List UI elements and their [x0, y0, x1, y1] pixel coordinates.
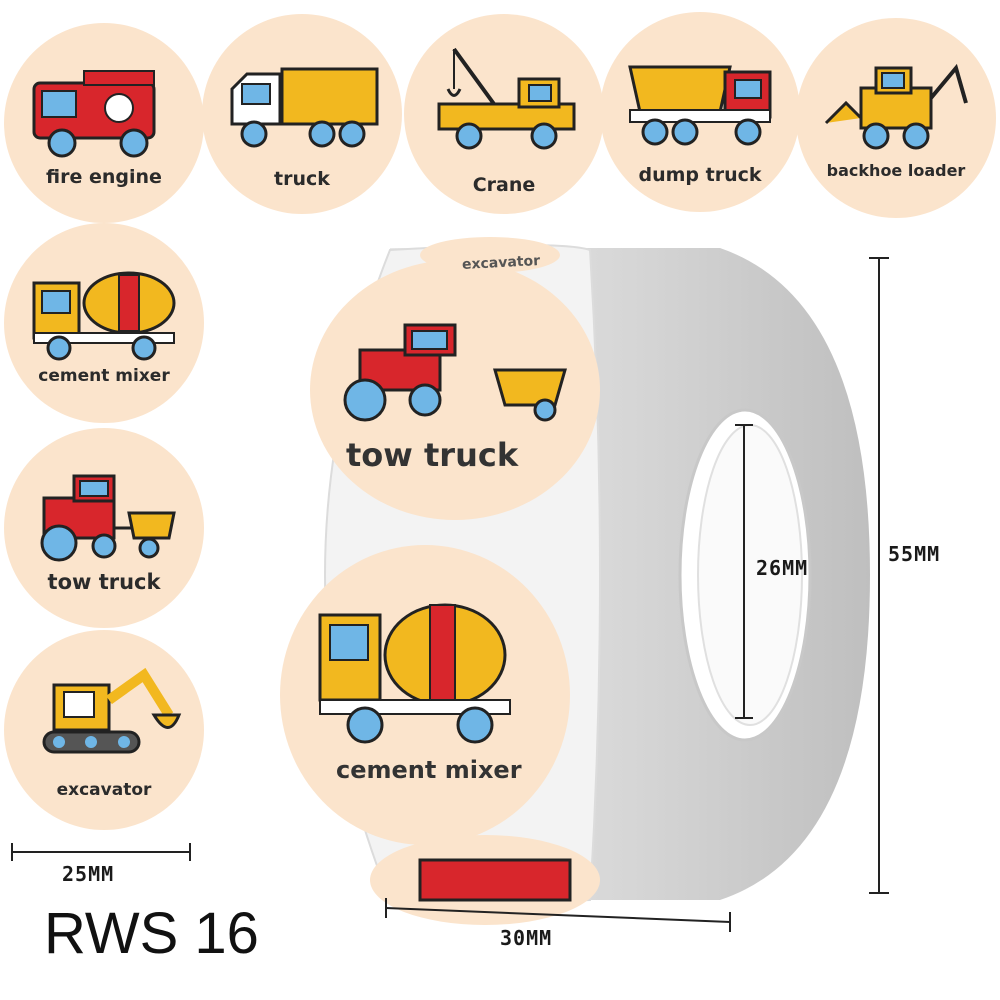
sticker-dump-truck: dump truck — [600, 12, 800, 212]
sticker-label: fire engine — [46, 166, 162, 188]
sticker-diameter-label: 25MM — [62, 862, 115, 886]
sticker-truck: truck — [202, 14, 402, 214]
roll-diameter-label: 55MM — [888, 542, 941, 566]
roll-second-label: cement mixer — [336, 756, 522, 784]
dump-truck-icon — [628, 65, 772, 146]
sticker-label: truck — [274, 168, 330, 190]
roll-sticker-tow-truck — [310, 260, 600, 520]
tow-truck-icon — [40, 474, 176, 562]
dimension-roll-width — [385, 898, 731, 932]
roll-width-label: 30MM — [500, 926, 553, 950]
sticker-tow-truck: tow truck — [4, 428, 204, 628]
excavator-icon — [42, 667, 182, 754]
dimension-core-diameter — [735, 424, 753, 719]
cement-mixer-icon — [318, 603, 511, 744]
product-code: RWS 16 — [44, 901, 259, 966]
sticker-label: backhoe loader — [826, 161, 966, 180]
tow-truck-icon — [343, 323, 567, 422]
sticker-label: dump truck — [638, 164, 762, 186]
fire-engine-icon — [32, 70, 156, 158]
core-diameter-label: 26MM — [756, 556, 809, 580]
cement-mixer-icon — [32, 271, 176, 361]
sticker-excavator: excavator — [4, 630, 204, 830]
sticker-cement-mixer: cement mixer — [4, 223, 204, 423]
crane-icon — [437, 47, 576, 150]
dimension-sticker-diameter — [11, 843, 191, 861]
sticker-backhoe-loader: backhoe loader — [796, 18, 996, 218]
sticker-label: Crane — [472, 174, 536, 196]
sticker-fire-engine: fire engine — [4, 23, 204, 223]
roll-front-label: tow truck — [346, 436, 519, 474]
sticker-label: excavator — [56, 780, 152, 800]
fire-engine-icon — [418, 858, 572, 902]
sticker-label: cement mixer — [38, 366, 170, 386]
backhoe-loader-icon — [824, 63, 968, 150]
truck-icon — [230, 67, 379, 148]
sticker-crane: Crane — [404, 14, 604, 214]
dimension-roll-diameter — [869, 257, 889, 894]
sticker-label: tow truck — [47, 570, 161, 594]
